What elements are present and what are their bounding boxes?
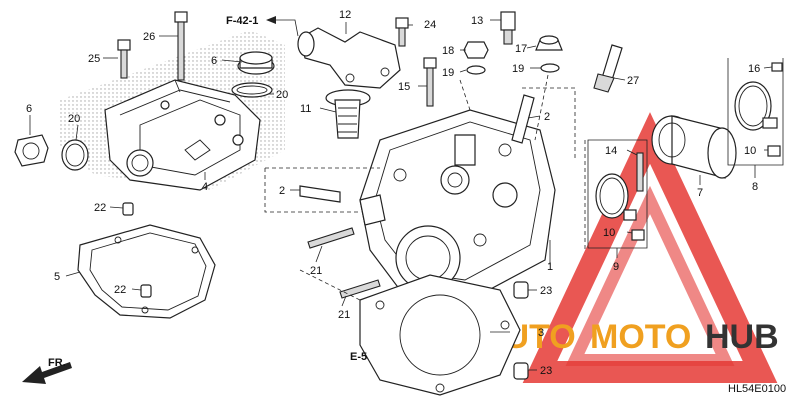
head-gasket-part xyxy=(359,274,521,396)
dowel-pin-part xyxy=(513,281,529,380)
callout-7: 7 xyxy=(697,187,703,199)
callout-24: 24 xyxy=(424,19,436,31)
callout-4: 4 xyxy=(202,181,208,193)
bolt-part xyxy=(423,57,437,107)
callout-26: 26 xyxy=(143,31,155,43)
spark-plug-part xyxy=(593,44,623,93)
reference-arrow-icon xyxy=(266,16,276,24)
screw-part xyxy=(631,152,645,241)
bolt-part xyxy=(117,39,131,79)
part-code: HL54E0100 xyxy=(728,383,786,395)
hose-band-part xyxy=(595,173,637,221)
callout-5: 5 xyxy=(54,271,60,283)
callout-19b: 19 xyxy=(512,63,524,75)
callout-3: 3 xyxy=(538,327,544,339)
callout-19a: 19 xyxy=(442,67,454,79)
callout-23b: 23 xyxy=(540,365,552,377)
callout-23a: 23 xyxy=(540,285,552,297)
front-arrow-icon xyxy=(22,362,72,384)
temperature-sensor-part xyxy=(500,11,516,45)
assembly-box-8 xyxy=(727,58,784,178)
thermostat-cover-part xyxy=(297,27,401,89)
callout-2b: 2 xyxy=(544,111,550,123)
callout-2a: 2 xyxy=(279,185,285,197)
reference-f42: F-42-1 xyxy=(226,15,258,27)
callout-14: 14 xyxy=(605,145,617,157)
callout-21a: 21 xyxy=(310,265,322,277)
callout-15: 15 xyxy=(398,81,410,93)
callout-21b: 21 xyxy=(338,309,350,321)
assembly-box-9 xyxy=(587,139,648,258)
intake-insulator-part xyxy=(651,115,737,179)
watermark: AUTO MOTO HUB xyxy=(480,112,779,383)
o-ring-part xyxy=(231,82,273,98)
callout-6a: 6 xyxy=(26,103,32,115)
front-label: FR. xyxy=(48,357,66,369)
callout-16: 16 xyxy=(748,63,760,75)
head-cover-part xyxy=(104,79,261,191)
callout-27: 27 xyxy=(627,75,639,87)
callout-10a: 10 xyxy=(603,227,615,239)
washer-part xyxy=(463,41,560,75)
callout-18: 18 xyxy=(442,45,454,57)
dowel-pin-part xyxy=(122,202,152,298)
callout-9: 9 xyxy=(613,261,619,273)
watermark-suffix: HUB xyxy=(705,318,779,356)
leader-lines xyxy=(29,19,773,371)
bolt-part xyxy=(395,17,409,47)
cylinder-head-part xyxy=(359,109,556,301)
filler-cap-part xyxy=(237,51,275,75)
callout-20b: 20 xyxy=(276,89,288,101)
callout-25: 25 xyxy=(88,53,100,65)
callout-labels: F-42-1 E-5 FR. HL54E0100 1 2 2 3 4 5 6 6… xyxy=(26,9,786,395)
stud-bolt-part xyxy=(307,227,381,299)
callout-11: 11 xyxy=(300,103,311,115)
callout-22a: 22 xyxy=(94,202,106,214)
cam-chain-guide-part xyxy=(299,94,535,203)
callout-1: 1 xyxy=(547,261,553,273)
bolt-part xyxy=(174,11,188,81)
gasket-part xyxy=(77,224,216,319)
callout-13: 13 xyxy=(471,15,483,27)
callout-12: 12 xyxy=(339,9,351,21)
callout-17: 17 xyxy=(515,43,527,55)
reference-lines xyxy=(264,74,586,301)
watermark-middle: MOTO xyxy=(590,318,691,356)
o-ring-part xyxy=(61,139,89,171)
callout-22b: 22 xyxy=(114,284,126,296)
cap-nut-part xyxy=(535,35,563,51)
callout-6b: 6 xyxy=(211,55,217,67)
hose-band-part xyxy=(734,81,778,131)
callout-8: 8 xyxy=(752,181,758,193)
reference-e5: E-5 xyxy=(350,351,367,363)
thermostat-part xyxy=(325,89,371,139)
callout-20a: 20 xyxy=(68,113,80,125)
filler-cap-part xyxy=(14,134,49,167)
callout-10b: 10 xyxy=(744,145,756,157)
